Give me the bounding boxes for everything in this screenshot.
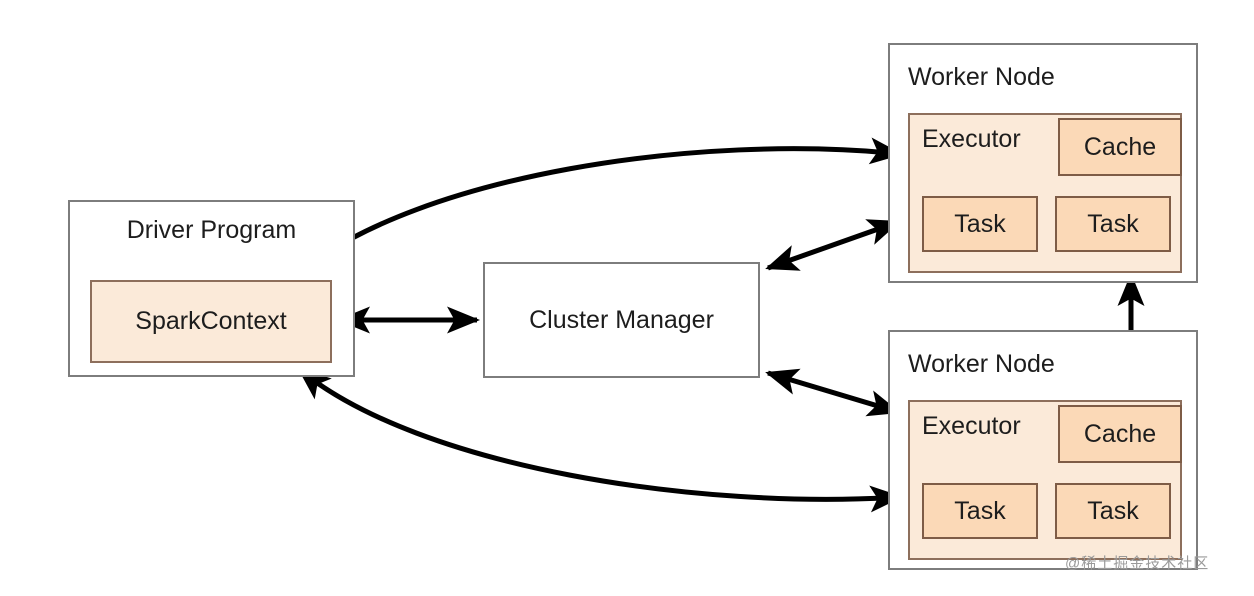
worker-node-1-executor-label: Executor [922, 125, 1021, 153]
worker-node-2-cache-box: Cache [1058, 405, 1182, 463]
worker-node-2-task-1-label: Task [954, 496, 1006, 525]
watermark: @稀土掘金技术社区 [1065, 555, 1210, 572]
worker-node-2-task-2-label: Task [1087, 496, 1139, 525]
worker-node-1-task-2-box: Task [1055, 196, 1171, 252]
worker-node-2-label: Worker Node [908, 350, 1055, 378]
driver-program-label: Driver Program [126, 216, 297, 244]
worker-node-2-task-1-box: Task [922, 483, 1038, 539]
cluster-manager-label: Cluster Manager [529, 305, 714, 334]
sparkcontext-label: SparkContext [135, 307, 287, 335]
worker-node-1-task-1-label: Task [954, 209, 1006, 238]
sparkcontext-box: SparkContext [90, 280, 332, 363]
worker-node-2-cache-label: Cache [1083, 419, 1157, 448]
cluster-manager-box: Cluster Manager [483, 262, 760, 378]
arrow-sparkcontext-worker-2 [297, 368, 903, 513]
worker-node-1-task-2-label: Task [1087, 209, 1139, 238]
worker-node-2-task-2-box: Task [1055, 483, 1171, 539]
worker-node-1-task-1-box: Task [922, 196, 1038, 252]
arrow-cluster-manager-worker-1 [765, 219, 901, 271]
worker-node-1-cache-box: Cache [1058, 118, 1182, 176]
worker-node-2-executor-label: Executor [922, 412, 1021, 440]
arrow-sparkcontext-worker-1 [297, 137, 903, 274]
worker-node-1-label: Worker Node [908, 63, 1055, 91]
arrow-cluster-manager-worker-2 [765, 368, 901, 417]
worker-node-1-cache-label: Cache [1083, 132, 1157, 161]
